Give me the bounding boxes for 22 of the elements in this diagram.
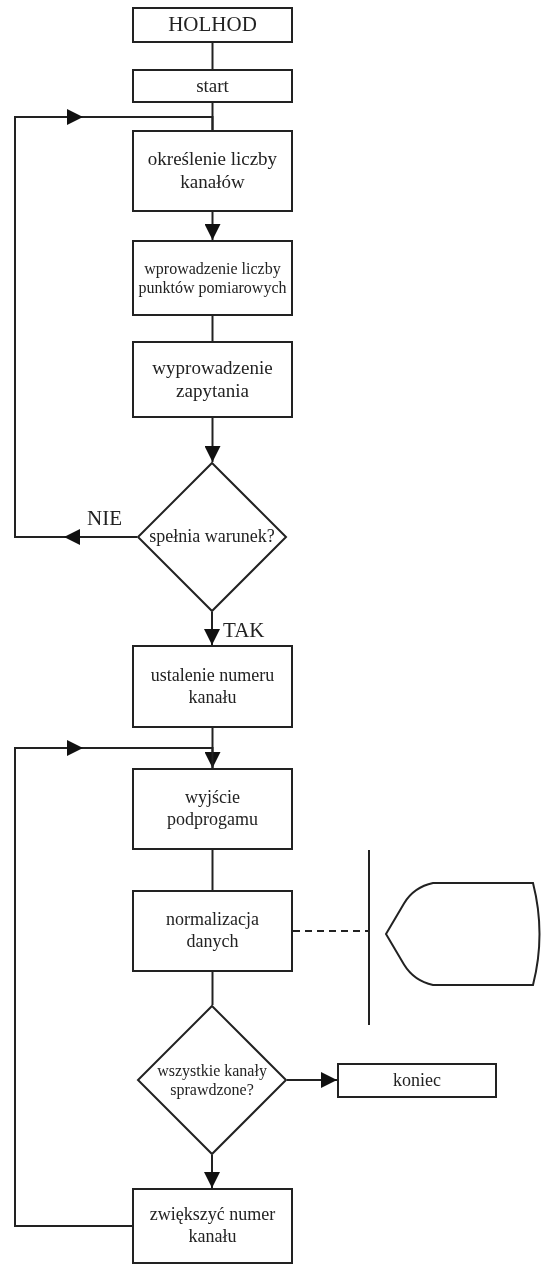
process-box: [132, 341, 293, 418]
box-text: określenie liczby kanałów: [146, 148, 279, 194]
box-text: koniec: [392, 1069, 442, 1092]
decision-text: spełnia warunek?: [148, 526, 276, 548]
process-box: [132, 69, 293, 103]
box-text: wyjście podprogamu: [166, 787, 259, 831]
process-box: [132, 240, 293, 316]
process-box: [132, 645, 293, 728]
box-text: wyprowadzenie zapytania: [151, 356, 274, 403]
box-text: start: [195, 74, 230, 98]
decision-text: wszystkie kanały sprawdzone?: [156, 1060, 268, 1100]
box-text: normalizacja danych: [165, 909, 260, 953]
process-box: [337, 1063, 497, 1098]
process-box: [132, 1188, 293, 1264]
box-text: HOLHOD: [167, 12, 258, 38]
box-text: ustalenie numeru kanału: [149, 664, 276, 709]
process-box: [132, 890, 293, 972]
box-text: zwiększyć numer kanału: [148, 1204, 277, 1248]
process-box: [132, 130, 293, 212]
box-text: wprowadzenie liczby punktów pomiarowych: [137, 258, 288, 298]
process-box: [132, 7, 293, 43]
process-box: [132, 768, 293, 850]
